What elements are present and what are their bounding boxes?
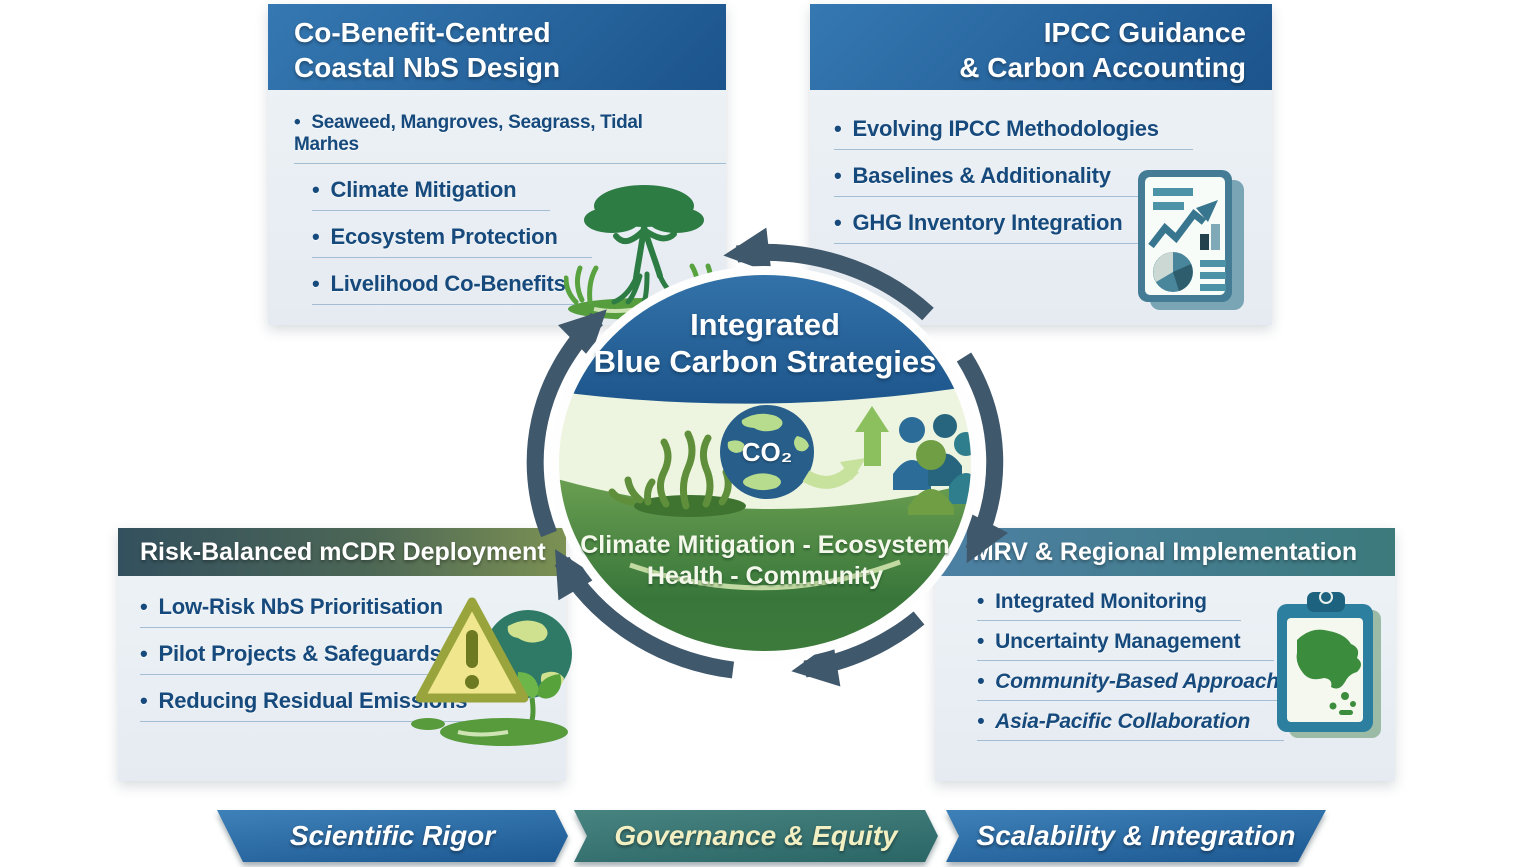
banner-segment-governance-equity: Governance & Equity xyxy=(574,810,938,862)
panel-title: IPCC Guidance & Carbon Accounting xyxy=(810,4,1272,90)
panel-coastal-nbs-design: Co-Benefit-Centred Coastal NbS Design Se… xyxy=(268,4,726,325)
seaweed-icon xyxy=(608,430,746,517)
panel-title-line1: Co-Benefit-Centred xyxy=(294,17,551,48)
bullet-item: Climate Mitigation xyxy=(312,177,551,211)
bullet-item: Reducing Residual Emissions xyxy=(140,688,502,722)
panel-mrv-regional: MRV & Regional Implementation Integrated… xyxy=(935,528,1395,781)
bullet-item: Uncertainty Management xyxy=(977,630,1275,661)
panel-title-line2: Coastal NbS Design xyxy=(294,52,561,83)
bullet-item: Ecosystem Protection xyxy=(312,224,592,258)
panel-title: Risk-Balanced mCDR Deployment xyxy=(118,528,566,576)
bullet-item: Low-Risk NbS Prioritisation xyxy=(140,594,477,628)
bullet-item: Community-Based Approaches xyxy=(977,670,1336,701)
center-subtitle-line1: Climate Mitigation - Ecosystem xyxy=(580,531,950,559)
bullet-list: Low-Risk NbS Prioritisation Pilot Projec… xyxy=(140,594,502,735)
bullet-list: Seaweed, Mangroves, Seagrass, Tidal Marh… xyxy=(294,112,726,318)
panel-title: MRV & Regional Implementation xyxy=(935,528,1395,576)
bullet-list: Integrated Monitoring Uncertainty Manage… xyxy=(977,590,1336,750)
bullet-item: Livelihood Co-Benefits xyxy=(312,271,600,305)
bullet-item: Integrated Monitoring xyxy=(977,590,1241,621)
panel-title-line1: IPCC Guidance xyxy=(1043,17,1246,48)
banner-segment-label: Scalability & Integration xyxy=(946,810,1326,862)
bullet-item: Asia-Pacific Collaboration xyxy=(977,710,1285,741)
panel-ipcc-guidance: IPCC Guidance & Carbon Accounting Evolvi… xyxy=(810,4,1272,325)
bullet-item: Seaweed, Mangroves, Seagrass, Tidal Marh… xyxy=(294,112,726,164)
panel-mcdr-deployment: Risk-Balanced mCDR Deployment Low-Risk N… xyxy=(118,528,572,781)
circle-rim xyxy=(550,266,980,660)
center-title-line2: Blue Carbon Strategies xyxy=(593,344,937,380)
bullet-item: Baselines & Additionality xyxy=(834,163,1145,197)
up-arrow-icon xyxy=(855,406,889,466)
globe-co2-icon xyxy=(720,405,866,499)
banner-segment-scientific-rigor: Scientific Rigor xyxy=(217,810,568,862)
community-people-icon xyxy=(893,414,971,515)
banner-segment-scalability-integration: Scalability & Integration xyxy=(946,810,1326,862)
banner-segment-label: Scientific Rigor xyxy=(217,810,568,862)
bullet-item: GHG Inventory Integration xyxy=(834,210,1157,244)
panel-title-line2: & Carbon Accounting xyxy=(959,52,1246,83)
panel-title: Co-Benefit-Centred Coastal NbS Design xyxy=(268,4,726,90)
center-subtitle-line2: Health - Community xyxy=(646,561,884,590)
bullet-item: Evolving IPCC Methodologies xyxy=(834,116,1193,150)
banner-segment-label: Governance & Equity xyxy=(574,810,938,862)
bullet-item: Pilot Projects & Safeguards xyxy=(140,641,476,675)
co2-label: CO₂ xyxy=(741,437,793,467)
center-subtitle: Climate Mitigation - Ecosystem Health - … xyxy=(575,530,955,591)
bullet-list: Evolving IPCC Methodologies Baselines & … xyxy=(834,116,1193,257)
